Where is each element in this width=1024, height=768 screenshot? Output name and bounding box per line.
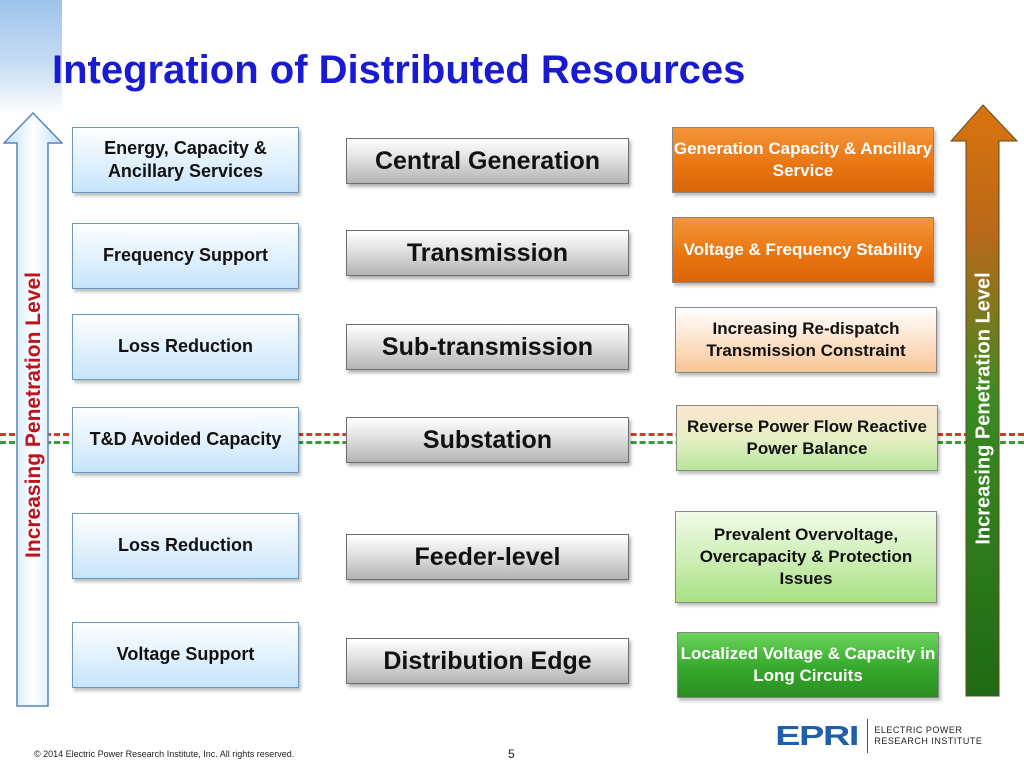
left-arrow-label: Increasing Penetration Level [22,272,45,558]
epri-logo-text: EPRI [775,720,859,751]
left-box-energy-capacity: Energy, Capacity & Ancillary Services [72,127,299,193]
right-box-redispatch-constraint: Increasing Re-dispatch Transmission Cons… [675,307,937,373]
right-arrow-label: Increasing Penetration Level [972,272,995,545]
left-box-voltage-support: Voltage Support [72,622,299,688]
left-box-frequency-support: Frequency Support [72,223,299,289]
left-box-loss-reduction-2: Loss Reduction [72,513,299,579]
right-box-voltage-frequency-stability: Voltage & Frequency Stability [672,217,934,283]
left-penetration-arrow [3,112,63,708]
right-box-generation-capacity: Generation Capacity & Ancillary Service [672,127,934,193]
logo-line-2: RESEARCH INSTITUTE [874,736,983,746]
mid-box-sub-transmission: Sub-transmission [346,324,629,370]
epri-logo-mark: EPRI [775,720,859,752]
right-box-prevalent-overvoltage: Prevalent Overvoltage, Overcapacity & Pr… [675,511,937,603]
logo-divider [867,719,869,753]
left-box-td-avoided-capacity: T&D Avoided Capacity [72,407,299,473]
page-number: 5 [508,747,515,761]
mid-box-distribution-edge: Distribution Edge [346,638,629,684]
logo-wordmark: ELECTRIC POWER RESEARCH INSTITUTE [874,725,982,748]
mid-box-central-generation: Central Generation [346,138,629,184]
mid-box-substation: Substation [346,417,629,463]
right-box-reverse-power-flow: Reverse Power Flow Reactive Power Balanc… [676,405,938,471]
footer-copyright: © 2014 Electric Power Research Institute… [34,749,295,759]
left-box-loss-reduction-1: Loss Reduction [72,314,299,380]
right-penetration-arrow [950,104,1020,698]
corner-accent [0,0,62,115]
mid-box-transmission: Transmission [346,230,629,276]
logo-line-1: ELECTRIC POWER [874,724,963,735]
mid-box-feeder-level: Feeder-level [346,534,629,580]
slide-title: Integration of Distributed Resources [52,48,746,92]
epri-logo: EPRI ELECTRIC POWER RESEARCH INSTITUTE [775,719,982,753]
right-box-localized-voltage: Localized Voltage & Capacity in Long Cir… [677,632,939,698]
